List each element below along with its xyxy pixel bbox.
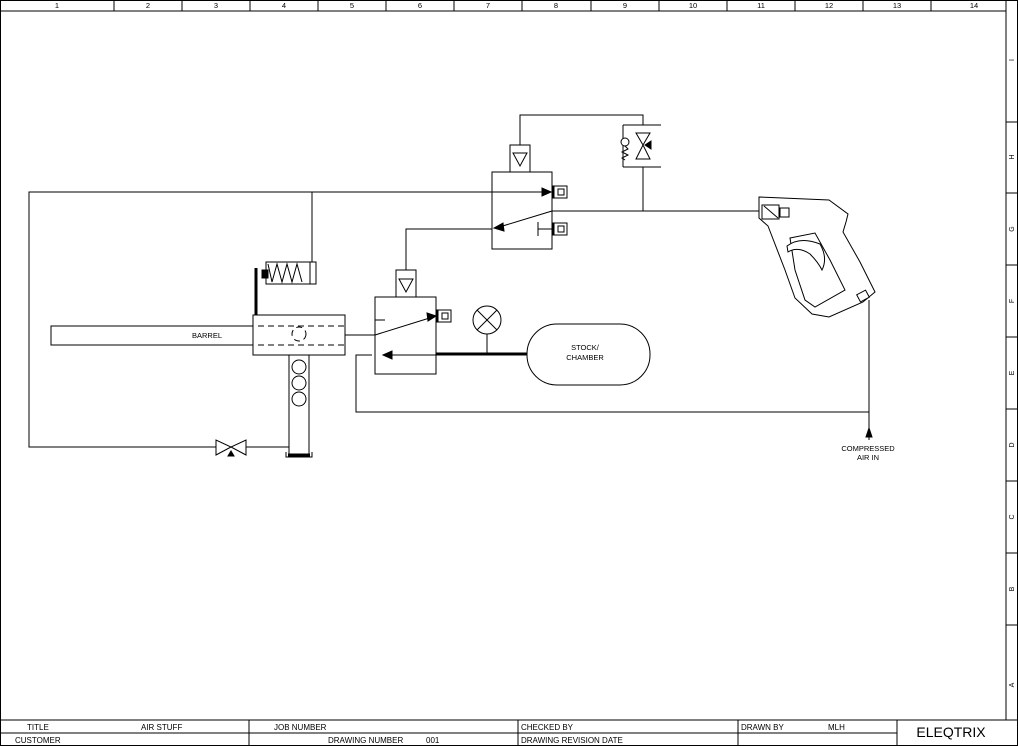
pressure-gauge bbox=[472, 305, 502, 335]
spring-cylinder bbox=[261, 261, 317, 285]
row-label: B bbox=[1009, 586, 1016, 591]
drawn-by-value: MLH bbox=[828, 723, 845, 732]
drawing-number-value: 001 bbox=[426, 736, 440, 745]
row-label: G bbox=[1009, 226, 1016, 231]
column-label: 6 bbox=[418, 1, 422, 10]
column-label: 3 bbox=[214, 1, 218, 10]
row-label: H bbox=[1009, 154, 1016, 159]
barrel-label: BARREL bbox=[192, 331, 222, 340]
column-label: 1 bbox=[55, 1, 59, 10]
top-valve bbox=[491, 144, 568, 250]
row-label: D bbox=[1009, 442, 1016, 447]
drawing-number-label: DRAWING NUMBER bbox=[328, 736, 403, 745]
column-label: 11 bbox=[757, 1, 765, 10]
stock-label-line2: CHAMBER bbox=[566, 353, 604, 362]
revision-date-label: DRAWING REVISION DATE bbox=[521, 736, 623, 745]
column-label: 4 bbox=[282, 1, 286, 10]
row-label: E bbox=[1009, 370, 1016, 375]
air-label-line2: AIR IN bbox=[857, 453, 879, 462]
company-name: ELEQTRIX bbox=[916, 724, 986, 740]
column-label: 9 bbox=[623, 1, 627, 10]
barrel: BARREL bbox=[50, 314, 346, 356]
title-label: TITLE bbox=[27, 723, 49, 732]
column-label: 10 bbox=[689, 1, 697, 10]
drawn-by-label: DRAWN BY bbox=[741, 723, 784, 732]
magazine bbox=[285, 354, 313, 458]
job-number-label: JOB NUMBER bbox=[274, 723, 327, 732]
column-label: 5 bbox=[350, 1, 354, 10]
title-value: AIR STUFF bbox=[141, 723, 182, 732]
column-label: 8 bbox=[554, 1, 558, 10]
column-label: 13 bbox=[893, 1, 901, 10]
title-block bbox=[0, 719, 1018, 746]
air-label-line1: COMPRESSED bbox=[841, 444, 895, 453]
row-label: F bbox=[1009, 299, 1016, 303]
trigger-gun bbox=[758, 196, 876, 318]
stock-chamber: STOCK/ CHAMBER bbox=[526, 323, 651, 386]
piping-lines bbox=[28, 114, 870, 448]
column-label: 7 bbox=[486, 1, 490, 10]
row-label: A bbox=[1009, 682, 1016, 687]
customer-label: CUSTOMER bbox=[15, 736, 61, 745]
middle-valve bbox=[374, 269, 452, 375]
checked-by-label: CHECKED BY bbox=[521, 723, 574, 732]
row-label: I bbox=[1009, 59, 1016, 61]
stock-label-line1: STOCK/ bbox=[571, 343, 600, 352]
column-label: 2 bbox=[146, 1, 150, 10]
row-label: C bbox=[1009, 514, 1016, 519]
row-labels: I H G F E D C B A bbox=[1009, 59, 1016, 687]
column-label: 14 bbox=[970, 1, 978, 10]
column-labels: 1 2 3 4 5 6 7 8 9 10 11 12 13 14 bbox=[55, 1, 978, 10]
column-label: 12 bbox=[825, 1, 833, 10]
check-valve bbox=[215, 439, 247, 457]
needle-valve bbox=[620, 124, 661, 168]
compressed-air-inlet: COMPRESSED AIR IN bbox=[841, 426, 895, 462]
